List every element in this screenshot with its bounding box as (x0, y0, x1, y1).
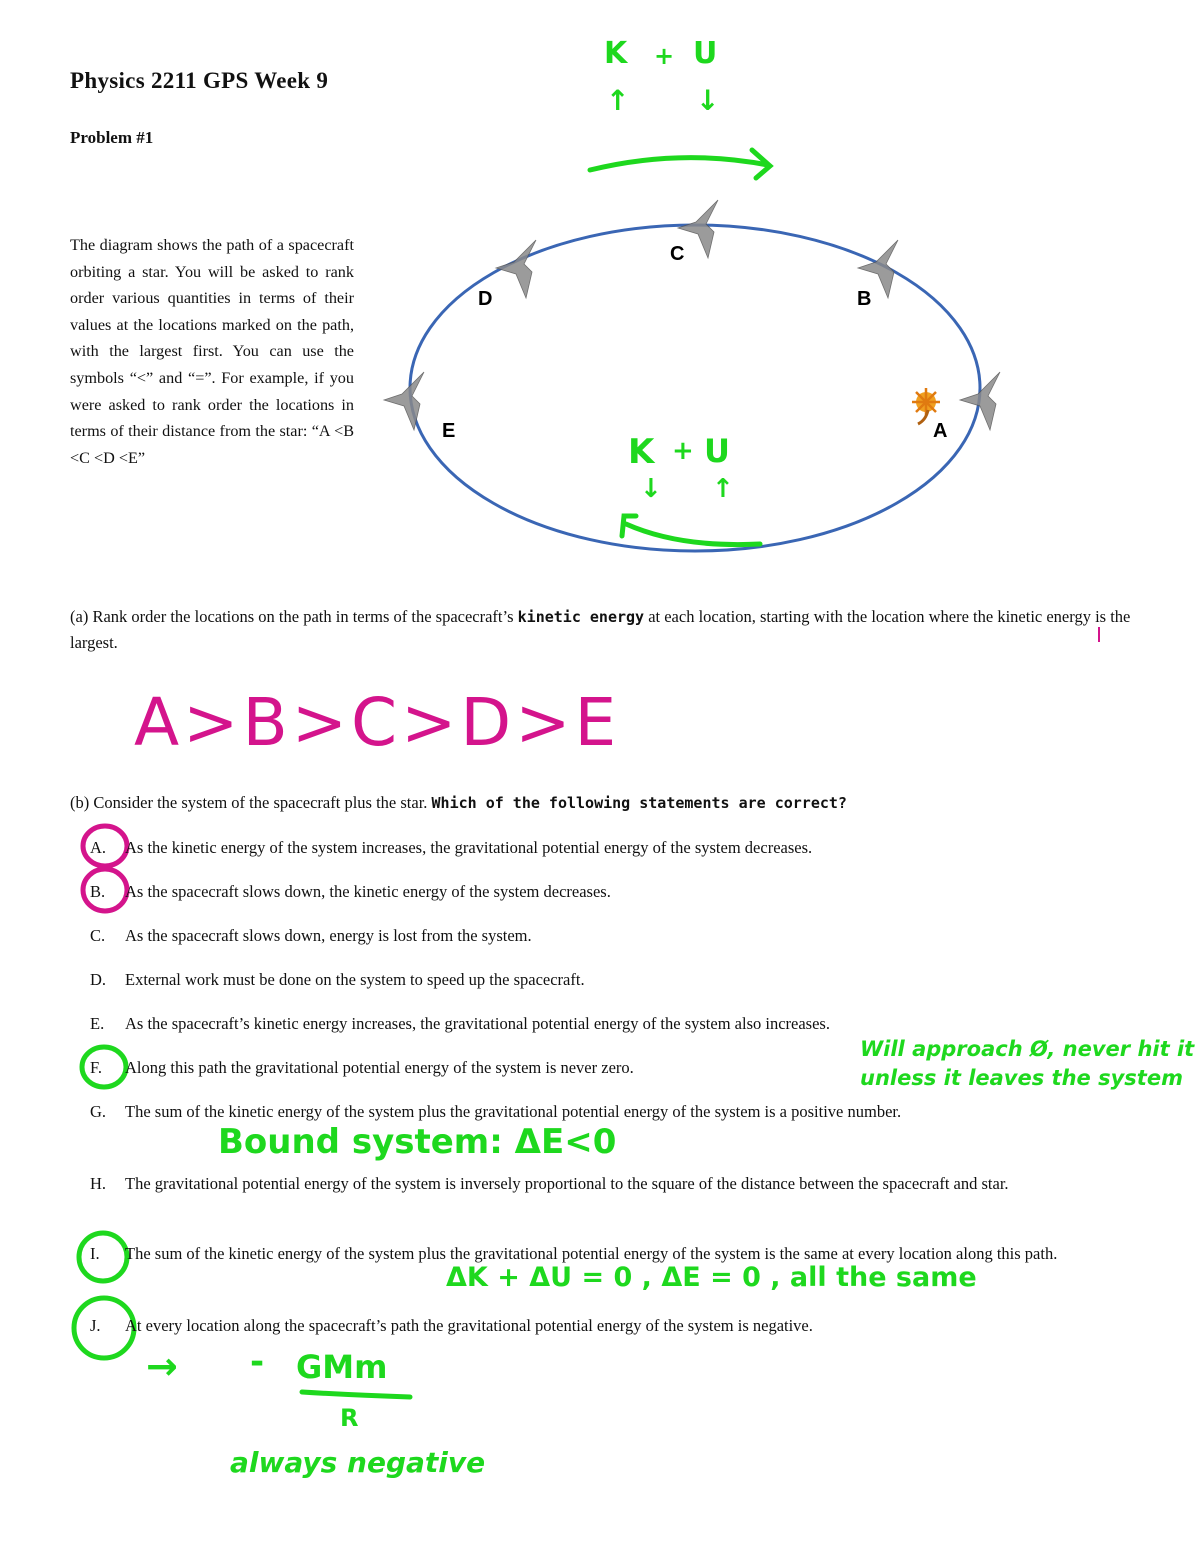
option-c: C.As the spacecraft slows down, energy i… (90, 926, 532, 945)
label-e: E (442, 420, 456, 442)
note-f-line1: Will approach Ø, never hit it (860, 1037, 1195, 1061)
label-c: C (670, 243, 685, 265)
annot-top-k: K (604, 36, 628, 71)
option-d: D.External work must be done on the syst… (90, 970, 585, 989)
label-d: D (478, 288, 493, 310)
label-b: B (857, 288, 872, 310)
option-j: J.At every location along the spacecraft… (90, 1316, 813, 1335)
spacecraft-icon (382, 199, 1001, 432)
arrow-down-icon: ↓ (640, 474, 662, 504)
arrow-right-icon: → (146, 1344, 178, 1388)
annot-top-plus: + (654, 42, 675, 70)
label-a: A (933, 420, 948, 442)
circle-mark-b (80, 866, 130, 914)
note-f-line2: unless it leaves the system (860, 1066, 1183, 1090)
circle-mark-i (76, 1230, 130, 1284)
arrow-up-icon: ↑ (606, 84, 630, 117)
option-i: I.The sum of the kinetic energy of the s… (90, 1244, 1058, 1263)
option-g: G.The sum of the kinetic energy of the s… (90, 1102, 902, 1121)
question-a-emphasis: kinetic energy (517, 608, 645, 626)
question-a: (a) Rank order the locations on the path… (70, 607, 1131, 652)
option-b: B.As the spacecraft slows down, the kine… (90, 882, 611, 901)
question-b: (b) Consider the system of the spacecraf… (70, 793, 847, 812)
note-g: Bound system: ΔE<0 (218, 1122, 617, 1162)
circle-mark-j (71, 1295, 137, 1361)
note-i: ΔK + ΔU = 0 , ΔE = 0 , all the same (446, 1262, 977, 1293)
arrow-up-icon: ↑ (712, 474, 734, 504)
option-f: F.Along this path the gravitational pote… (90, 1058, 634, 1077)
circle-mark-f (79, 1044, 129, 1090)
annot-bottom-plus: + (672, 436, 694, 466)
note-j-numerator: GMm (296, 1348, 388, 1386)
circle-mark-a (80, 823, 130, 869)
page-title: Physics 2211 GPS Week 9 (70, 68, 329, 93)
option-a: A.As the kinetic energy of the system in… (90, 838, 813, 857)
arrow-down-icon: ↓ (696, 84, 720, 117)
clockwise-arrow-annotation (587, 155, 771, 173)
problem-heading: Problem #1 (70, 128, 154, 147)
sun-icon (912, 388, 940, 426)
option-h: H.The gravitational potential energy of … (90, 1174, 1009, 1193)
counterclockwise-arrow-annotation (623, 521, 763, 548)
note-j-text: always negative (230, 1446, 486, 1479)
annot-top-u: U (693, 36, 718, 71)
note-j-minus: - (250, 1342, 265, 1382)
question-b-emphasis: Which of the following statements are co… (431, 794, 847, 812)
option-e: E.As the spacecraft’s kinetic energy inc… (90, 1014, 830, 1033)
answer-a-handwritten: A>B>C>D>E (134, 684, 621, 761)
note-j-denominator: R (340, 1404, 359, 1432)
annot-bottom-u: U (704, 432, 730, 470)
intro-paragraph: The diagram shows the path of a spacecra… (70, 236, 354, 467)
annot-bottom-k: K (628, 432, 655, 472)
orbit-path (408, 223, 982, 553)
